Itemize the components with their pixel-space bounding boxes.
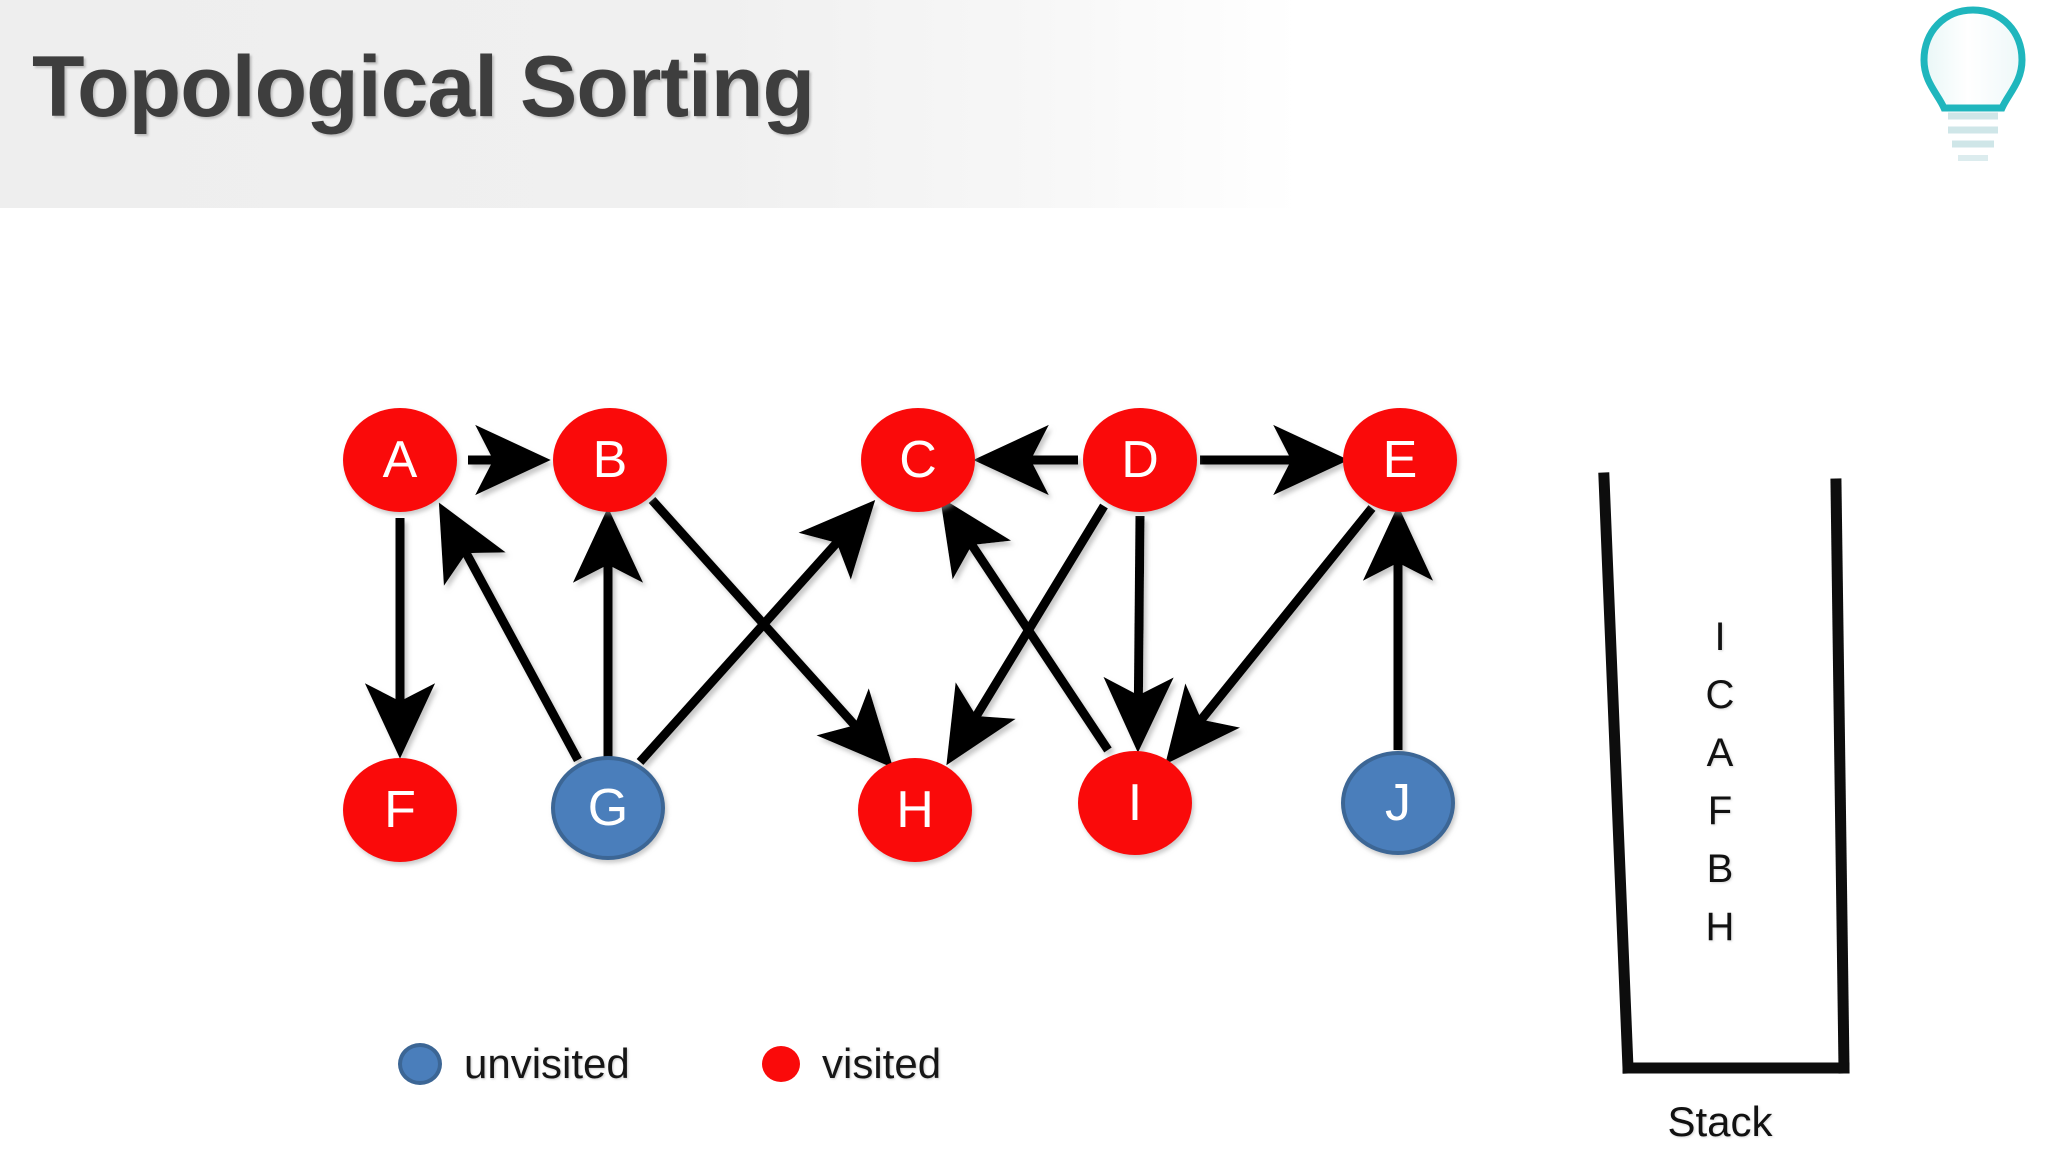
graph-node-label: A (382, 431, 418, 489)
graph-node-c[interactable]: C (861, 408, 975, 512)
graph-node-label: C (899, 431, 937, 489)
legend-swatch-unvisited (398, 1043, 442, 1085)
legend-item-visited: visited (762, 1040, 941, 1088)
page-title: Topological Sorting (32, 39, 815, 135)
edge-e-i (1165, 505, 1376, 765)
graph-node-i[interactable]: I (1078, 751, 1192, 855)
edge-i-c (940, 497, 1112, 753)
edge-b-h (648, 496, 894, 769)
graph-node-h[interactable]: H (858, 758, 972, 862)
edge-d-i (1103, 515, 1174, 753)
stack-item: A (1706, 731, 1734, 775)
legend-swatch-visited (762, 1046, 800, 1082)
stack-item: F (1707, 789, 1733, 833)
stack-item: C (1705, 673, 1735, 717)
stack-item: H (1705, 905, 1735, 949)
edge-g-a (438, 502, 582, 763)
graph-node-label: H (896, 781, 934, 839)
graph-node-j[interactable]: J (1341, 751, 1455, 855)
graph-node-g[interactable]: G (551, 756, 665, 860)
graph-node-b[interactable]: B (553, 408, 667, 512)
stack-container-shape (1598, 472, 1850, 1074)
stack-label: Stack (1667, 1098, 1773, 1145)
graph-node-e[interactable]: E (1343, 408, 1457, 512)
graph-node-label: F (384, 781, 416, 839)
graph-node-a[interactable]: A (343, 408, 457, 512)
graph-node-label: I (1127, 774, 1143, 832)
title-band (0, 0, 1300, 208)
legend-label: visited (822, 1040, 942, 1087)
edge-g-c (636, 499, 876, 766)
graph-node-label: E (1382, 431, 1418, 489)
graph-node-f[interactable]: F (343, 758, 457, 862)
graph-node-label: D (1121, 431, 1159, 489)
graph-node-label: J (1385, 774, 1411, 832)
stack-item: B (1706, 847, 1734, 891)
legend-label: unvisited (464, 1040, 630, 1087)
graph-node-label: B (592, 431, 628, 489)
graph-node-label: G (587, 779, 629, 837)
legend-item-unvisited: unvisited (398, 1040, 630, 1088)
stack-item: I (1714, 615, 1726, 659)
lightbulb-icon (1920, 6, 2026, 161)
graph-node-d[interactable]: D (1083, 408, 1197, 512)
